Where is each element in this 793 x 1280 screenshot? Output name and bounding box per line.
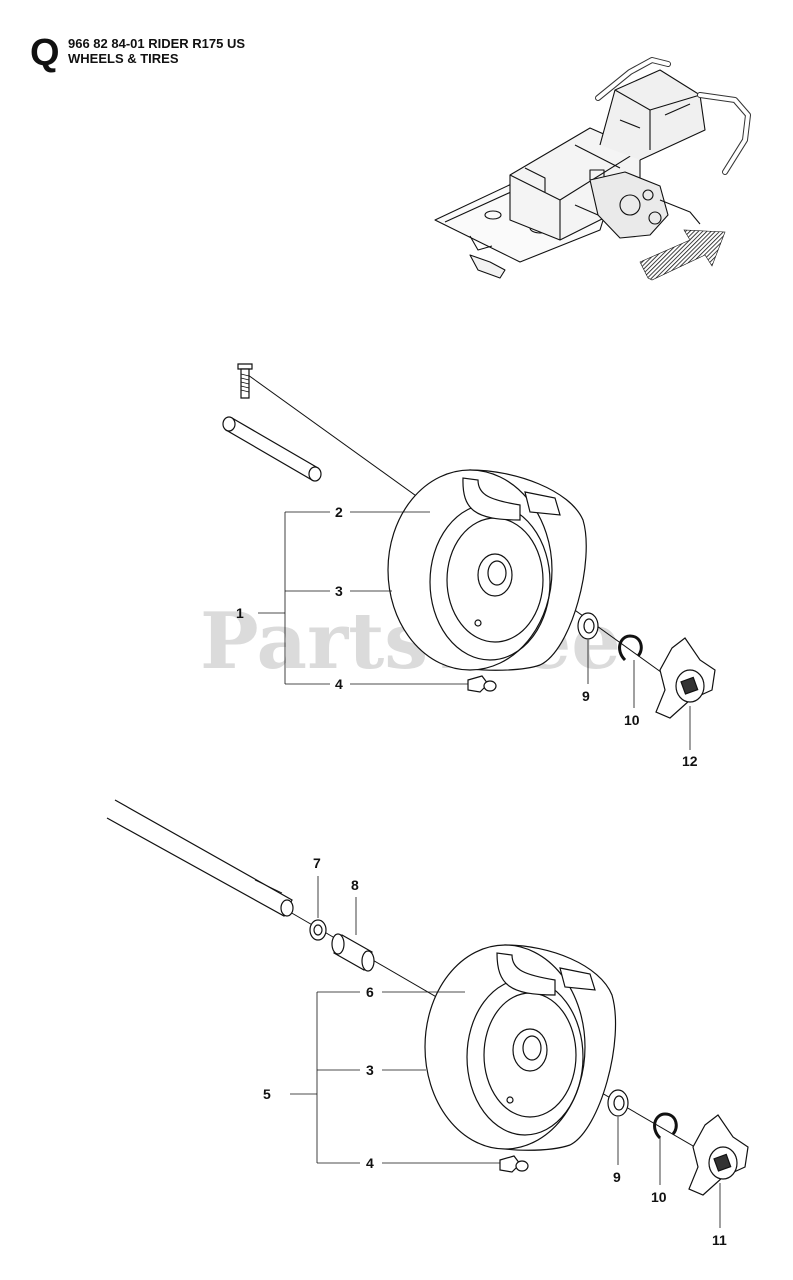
section-letter: Q: [30, 32, 60, 74]
callout-7: 7: [313, 855, 321, 871]
callout-9-upper: 9: [582, 688, 590, 704]
washer-part: [577, 612, 599, 640]
tire-part-lower: [424, 944, 617, 1151]
mower-frame-illustration: [434, 57, 751, 279]
bolt-part: [237, 363, 253, 399]
upper-callout-leaders: [258, 511, 691, 750]
clip-part-lower: [653, 1112, 678, 1140]
model-title: 966 82 84-01 RIDER R175 US: [68, 36, 246, 51]
long-axle-part: [106, 799, 294, 917]
hub-cap-part: [655, 637, 716, 719]
washer-part-lower: [607, 1089, 629, 1117]
callout-5: 5: [263, 1086, 271, 1102]
callout-10-upper: 10: [624, 712, 640, 728]
lower-callout-labels: 7 8 5 6 3 4 9 10 11: [263, 855, 727, 1248]
location-arrow: [639, 229, 726, 281]
section-title: WHEELS & TIRES: [68, 51, 179, 66]
spacer-washer-part: [309, 919, 327, 941]
callout-4-lower: 4: [366, 1155, 374, 1171]
spacer-tube-part: [331, 933, 375, 972]
callout-4-upper: 4: [335, 676, 343, 692]
callout-12: 12: [682, 753, 698, 769]
callout-11: 11: [712, 1232, 727, 1248]
valve-part: [467, 675, 497, 693]
tire-part: [387, 469, 587, 671]
upper-callout-labels: 1 2 3 4 9 10 12: [236, 504, 698, 769]
lower-callout-leaders: [290, 876, 721, 1228]
callout-3-upper: 3: [335, 583, 343, 599]
clip-part: [618, 634, 643, 662]
valve-part-lower: [499, 1155, 529, 1173]
upper-wheel-assembly: [222, 363, 716, 750]
lower-wheel-assembly: [106, 799, 749, 1228]
axle-tube-part: [222, 416, 322, 482]
callout-2: 2: [335, 504, 343, 520]
hub-cap-part-lower: [688, 1114, 749, 1196]
callout-1: 1: [236, 605, 244, 621]
callout-10-lower: 10: [651, 1189, 667, 1205]
callout-8: 8: [351, 877, 359, 893]
callout-3-lower: 3: [366, 1062, 374, 1078]
callout-9-lower: 9: [613, 1169, 621, 1185]
callout-6: 6: [366, 984, 374, 1000]
